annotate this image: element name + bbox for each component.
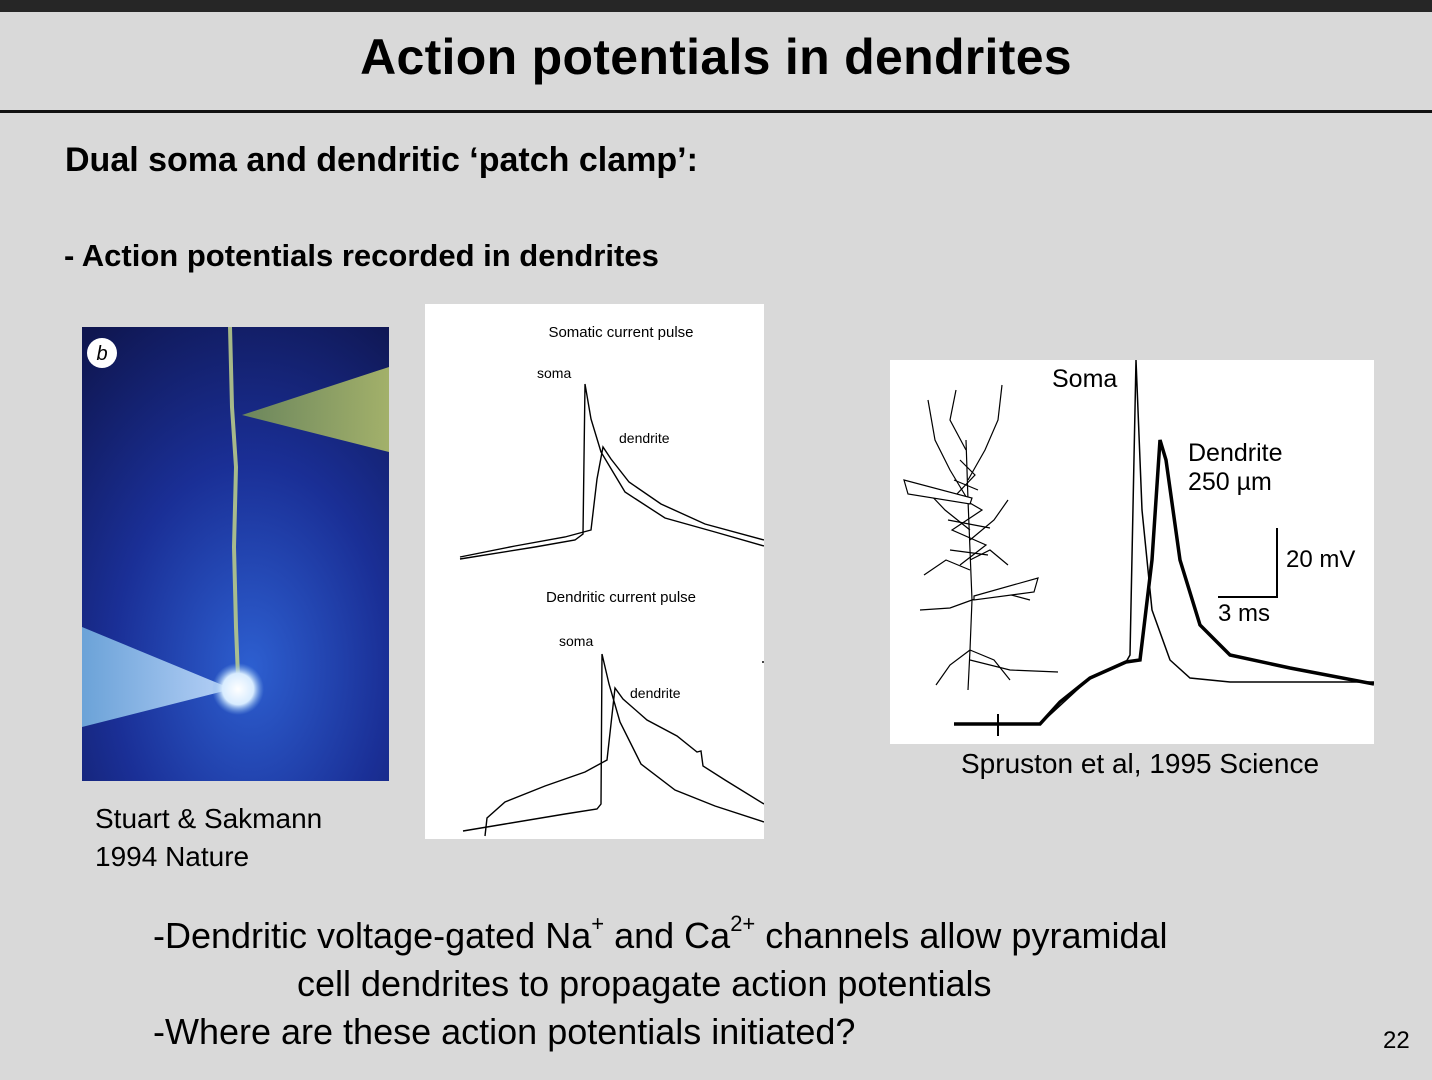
bottom-soma-trace xyxy=(462,653,764,832)
top-soma-label: soma xyxy=(537,365,571,381)
slide-title: Action potentials in dendrites xyxy=(360,29,1072,85)
neuron-micrograph: b xyxy=(82,327,389,781)
bottom-line-1-part-a: -Dendritic voltage-gated Na xyxy=(153,915,592,956)
spruston-dendrite-trace xyxy=(954,439,1374,726)
dual-recording-traces: Somatic current pulse soma dendrite Dend… xyxy=(425,304,764,839)
photo-caption: Stuart & Sakmann 1994 Nature xyxy=(95,800,322,876)
scale-voltage-label: 20 mV xyxy=(1286,546,1355,573)
slide-subtitle: Dual soma and dendritic ‘patch clamp’: xyxy=(65,141,698,179)
scale-time-label: 3 ms xyxy=(1218,600,1270,627)
spruston-soma-trace xyxy=(954,360,1374,725)
dendrite-pipette xyxy=(903,479,973,505)
bottom-line-1-part-c: channels allow pyramidal xyxy=(755,915,1168,956)
page-number: 22 xyxy=(1383,1027,1410,1054)
spruston-soma-label: Soma xyxy=(1052,365,1117,393)
bottom-dendrite-trace xyxy=(484,686,764,837)
scale-bar xyxy=(1218,528,1278,598)
spruston-caption: Spruston et al, 1995 Science xyxy=(961,748,1320,779)
pyramidal-neuron-drawing xyxy=(919,384,1059,691)
top-bar xyxy=(0,0,1432,12)
bottom-line-1-part-b: and Ca xyxy=(604,915,731,956)
bottom-line-3: -Where are these action potentials initi… xyxy=(153,1011,856,1052)
somatic-pulse-title: Somatic current pulse xyxy=(548,324,693,341)
top-dendrite-trace xyxy=(459,445,764,558)
spruston-distance-label: 250 µm xyxy=(1188,468,1272,496)
top-dendrite-label: dendrite xyxy=(619,430,670,446)
bottom-dendrite-label: dendrite xyxy=(630,685,681,701)
photo-panel-letter: b xyxy=(96,343,107,365)
photo-caption-line1: Stuart & Sakmann xyxy=(95,803,323,834)
calcium-superscript: 2+ xyxy=(730,911,756,936)
soma-pipette xyxy=(973,577,1039,601)
bottom-soma-label: soma xyxy=(559,633,593,649)
title-band xyxy=(0,12,1432,113)
bottom-line-1: -Dendritic voltage-gated Na+ and Ca2+ ch… xyxy=(153,913,1168,957)
spruston-figure: 20 mV 3 ms Soma Dendrite 250 µm xyxy=(890,360,1374,744)
bullet-action-potentials: - Action potentials recorded in dendrite… xyxy=(64,238,659,273)
spruston-dendrite-label: Dendrite xyxy=(1188,439,1283,467)
bottom-line-2: cell dendrites to propagate action poten… xyxy=(297,963,992,1004)
top-soma-trace xyxy=(459,383,764,560)
dendritic-pulse-title: Dendritic current pulse xyxy=(546,589,696,606)
sodium-superscript: + xyxy=(591,911,605,936)
photo-caption-line2: 1994 Nature xyxy=(95,841,250,872)
